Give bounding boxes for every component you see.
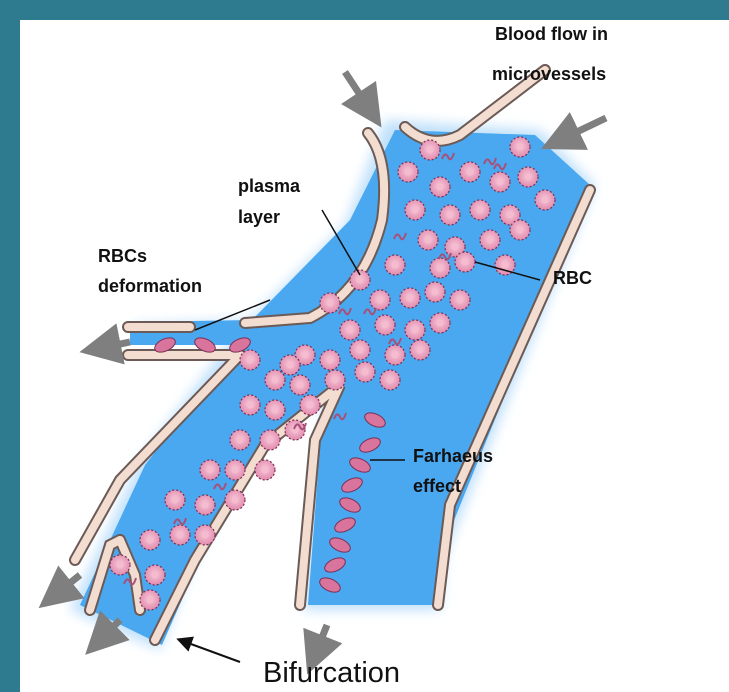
rbc-cell-center [357,347,364,354]
rbc-cell-center [202,502,209,509]
rbc-cell-center [172,497,179,504]
rbc-cell-center [437,320,444,327]
rbc-cell-center [427,147,434,154]
rbc-cell-center [327,300,334,307]
bifurcation-label: Bifurcation [263,657,400,689]
rbc-cell-center [307,402,314,409]
rbc-cell-center [272,407,279,414]
rbc-cell-center [517,144,524,151]
microvessel-diagram: Blood flow in microvessels plasma layer … [20,20,729,692]
rbc-cell-center [347,327,354,334]
rbc-cell-center [462,259,469,266]
rbc-cell-center [232,467,239,474]
rbc-cell-center [457,297,464,304]
rbc-cell-center [507,212,514,219]
rbc-cell-center [287,362,294,369]
rbcs-label-line-2: deformation [98,276,202,296]
rbc-cell-center [432,289,439,296]
rbc-cell-center [302,352,309,359]
rbc-cell-center [387,377,394,384]
rbc-cell-center [407,295,414,302]
rbc-cell-center [147,597,154,604]
rbc-cell-center [117,562,124,569]
rbc-cell-center [497,179,504,186]
rbc-cell-center [232,497,239,504]
rbc-cell-center [412,207,419,214]
rbcs-label-line-1: RBCs [98,246,147,266]
rbc-cell-center [357,277,364,284]
rbc-cell-center [267,437,274,444]
rbc-cell-center [392,262,399,269]
rbc-cell-center [517,227,524,234]
rbc-cell-center [332,377,339,384]
rbc-cell-center [525,174,532,181]
rbc-cell-center [392,352,399,359]
rbc-cell-center [247,402,254,409]
rbc-cell-center [487,237,494,244]
rbc-cell-center [447,212,454,219]
farhaeus-label-line-1: Farhaeus [413,446,493,466]
rbc-cell-center [417,347,424,354]
diagram-panel: Blood flow in microvessels plasma layer … [20,20,729,692]
rbc-cell-center [237,437,244,444]
title-line-2: microvessels [492,64,606,84]
rbc-cell-center [377,297,384,304]
rbc-cell-center [247,357,254,364]
farhaeus-label-line-2: effect [413,476,461,496]
rbc-cell-center [382,322,389,329]
rbc-cell-center [272,377,279,384]
plasma-label-line-2: layer [238,207,280,227]
rbc-cell-center [425,237,432,244]
rbc-cell-center [362,369,369,376]
rbc-cell-center [437,265,444,272]
rbc-cell-center [467,169,474,176]
rbc-cell-center [502,262,509,269]
rbc-cell-center [412,327,419,334]
plasma-label-line-1: plasma [238,176,301,196]
rbc-cell-center [177,532,184,539]
rbc-cell-center [152,572,159,579]
rbc-cell-center [542,197,549,204]
rbc-cell-center [477,207,484,214]
rbc-cell-center [297,382,304,389]
rbc-cell-center [452,244,459,251]
rbc-label: RBC [553,268,592,288]
rbc-cell-center [147,537,154,544]
rbc-cell-center [327,357,334,364]
rbc-cell-center [202,532,209,539]
rbc-cell-center [405,169,412,176]
rbc-cell-center [262,467,269,474]
rbc-cell-center [207,467,214,474]
title-line-1: Blood flow in [495,24,608,44]
rbc-cell-center [437,184,444,191]
